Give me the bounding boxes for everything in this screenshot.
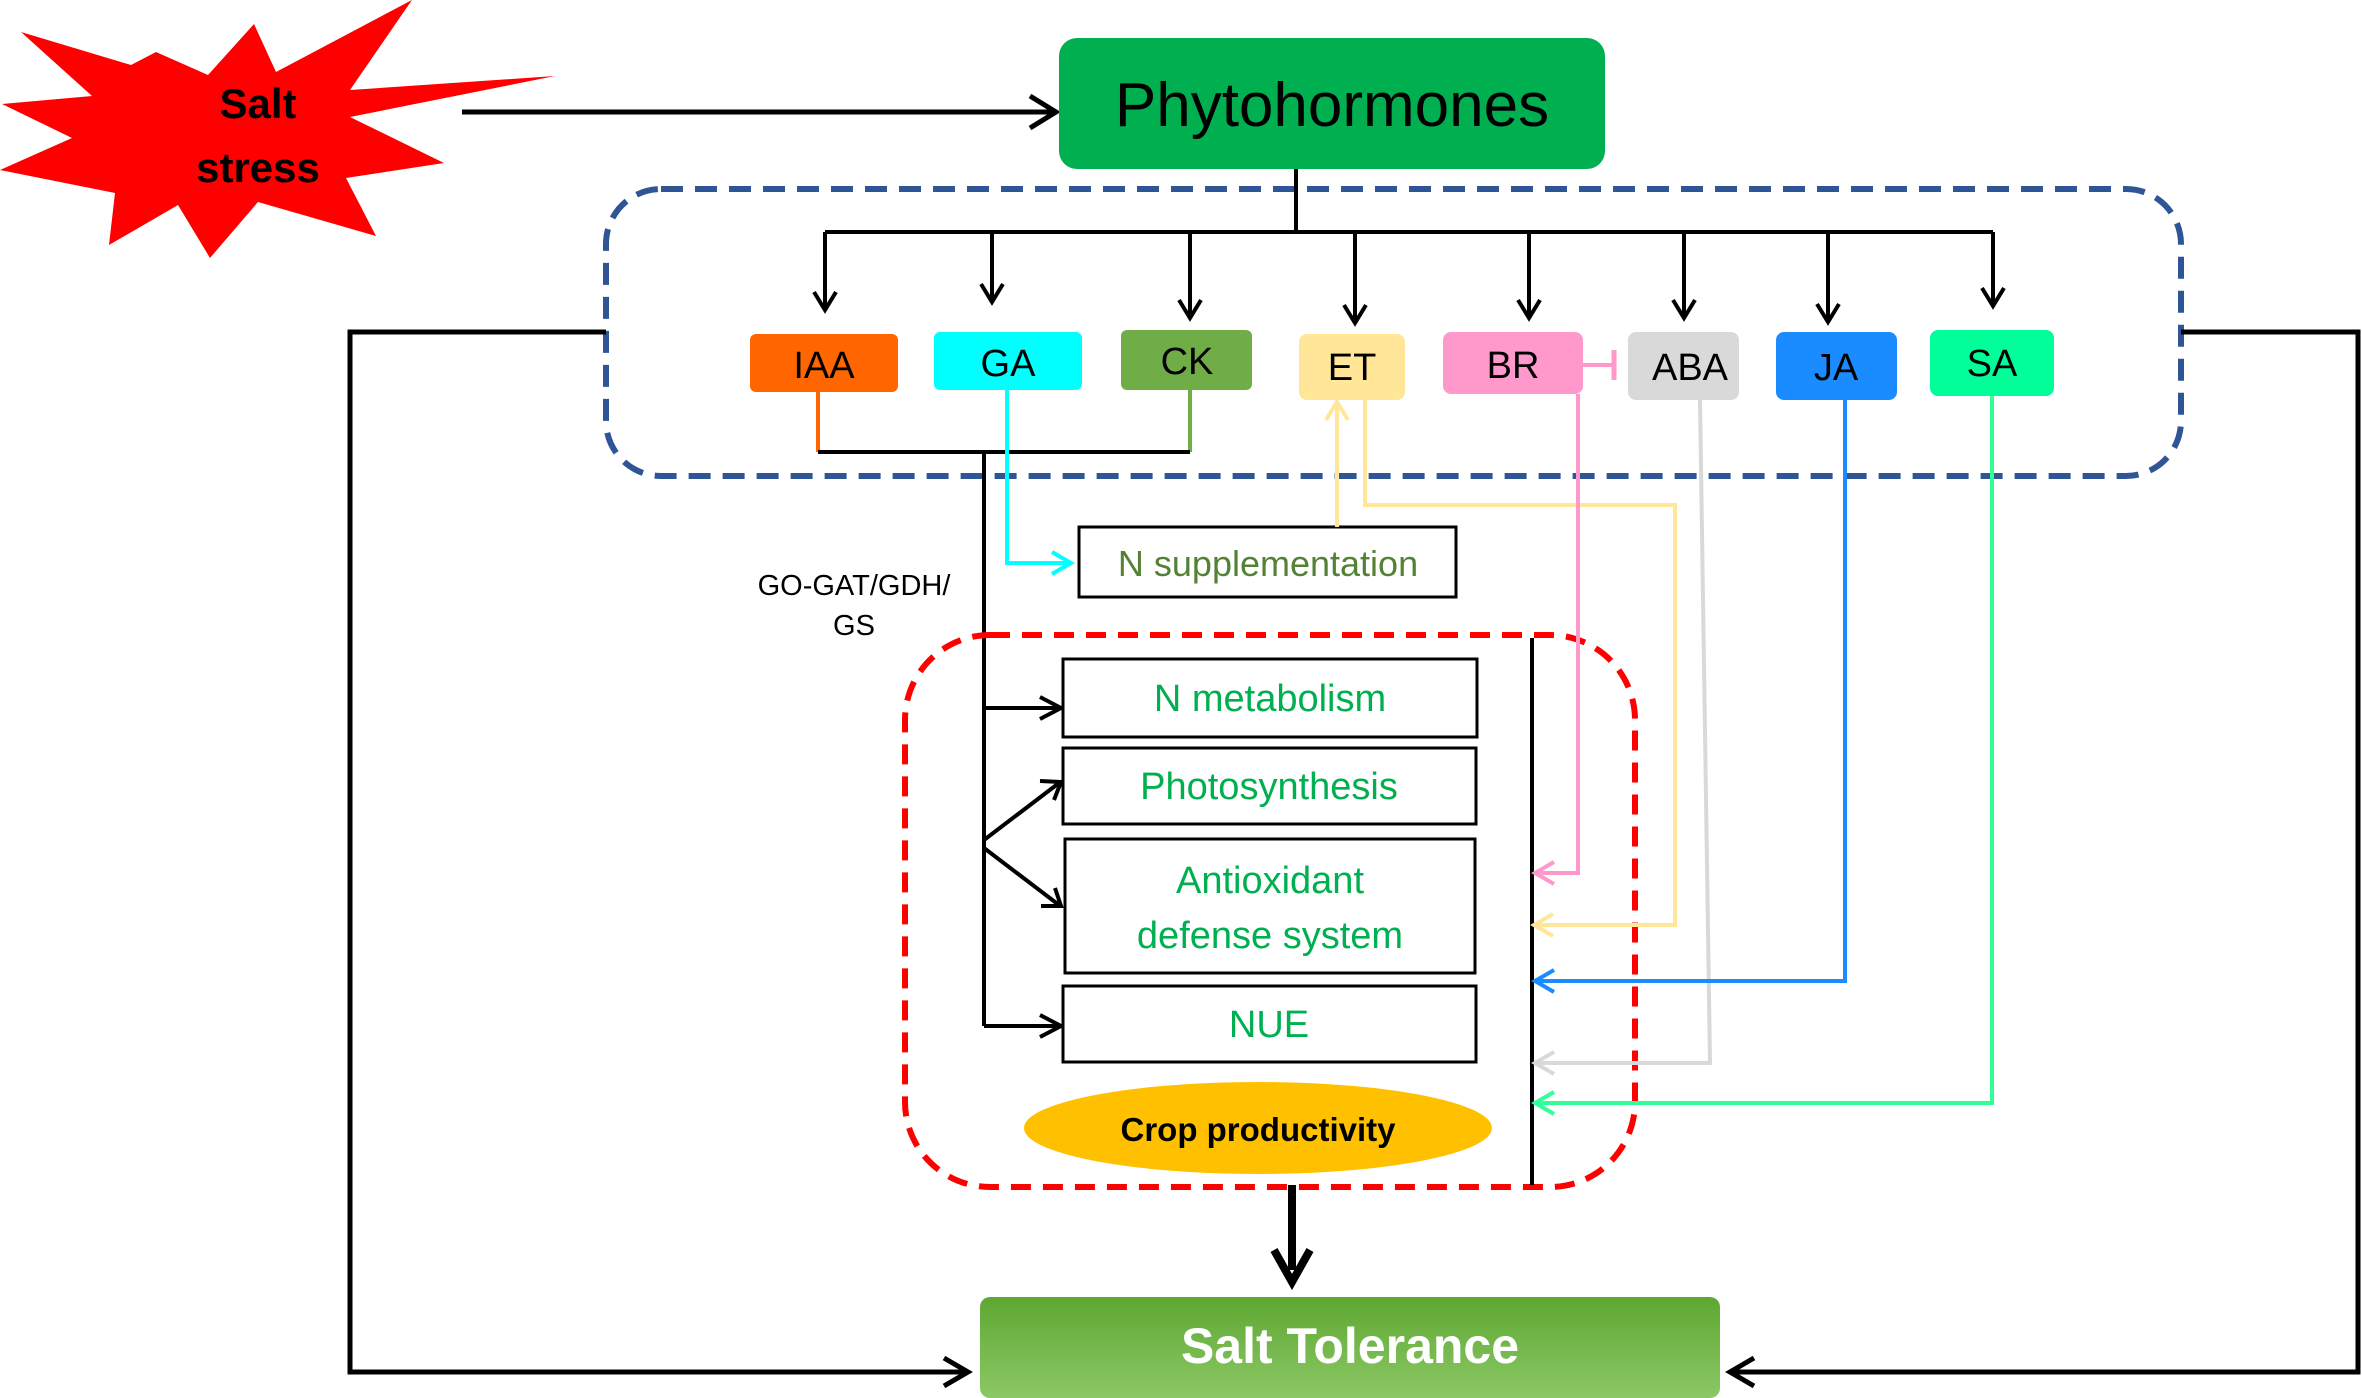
salt-tolerance-box (980, 1297, 1720, 1398)
hormone-ck: CK (1121, 330, 1252, 390)
nue-box (1061, 984, 1478, 1064)
iaa-ga-ck-merge (816, 390, 1192, 1026)
photosynthesis-box (1061, 746, 1478, 826)
aba-to-collector-arrow (1531, 399, 1713, 1076)
et-label: ET (1328, 347, 1377, 389)
hormone-br: BR (1443, 332, 1583, 394)
hormone-et: ET (1299, 334, 1405, 400)
n-supplementation-label: N supplementation (1118, 543, 1418, 584)
phytohormones-node: Phytohormones (1059, 38, 1605, 169)
sa-to-collector-arrow (1531, 396, 1994, 1116)
et-box (1299, 334, 1405, 400)
ck-box (1121, 330, 1252, 390)
iaa-box (750, 334, 898, 392)
nue-label: NUE (1229, 1004, 1309, 1046)
antioxidant-defense-box (1063, 837, 1477, 975)
ck-label: CK (1161, 341, 1214, 383)
n-supplementation-box (1077, 525, 1458, 599)
sa-label: SA (1967, 343, 2018, 385)
aba-box (1628, 332, 1739, 400)
ja-label: JA (1814, 347, 1859, 389)
salt-stress-label-line1: Salt (219, 80, 296, 127)
crop-productivity-node: Crop productivity (1024, 1082, 1492, 1174)
photosynthesis-label: Photosynthesis (1140, 766, 1398, 808)
hormone-aba: ABA (1628, 332, 1739, 400)
stress-arrowhead (1028, 93, 1061, 131)
sa-box (1930, 330, 2054, 396)
salt-stress-starburst (0, 0, 555, 258)
antioxidant-label-line2: defense system (1137, 915, 1403, 957)
br-label: BR (1487, 345, 1540, 387)
phytohormones-label: Phytohormones (1115, 71, 1549, 140)
ja-box (1776, 332, 1897, 400)
left-feedback-arrow (347, 329, 973, 1389)
br-inhibits-aba (1583, 350, 1617, 380)
ga-to-n-supplementation-arrow (1005, 390, 1075, 576)
et-to-antioxidant-arrow (1363, 400, 1677, 938)
salt-tolerance-node: Salt Tolerance (980, 1297, 1720, 1398)
salt-stress-node: Salt stress (0, 0, 555, 258)
hormone-iaa: IAA (750, 334, 898, 392)
n-supplementation-to-et-arrow (1324, 398, 1350, 527)
process-input-arrows (982, 695, 1066, 1039)
phytohormones-box (1059, 38, 1605, 169)
n-metabolism-box (1061, 657, 1479, 739)
nue-node: NUE (1061, 984, 1478, 1064)
ga-box (934, 332, 1082, 390)
photosynthesis-node: Photosynthesis (1061, 746, 1478, 826)
salt-stress-label-line2: stress (196, 144, 320, 191)
process-group-container (902, 632, 1638, 1190)
enzyme-label-line2: GS (833, 610, 875, 642)
crop-productivity-ellipse (1024, 1082, 1492, 1174)
br-box (1443, 332, 1583, 394)
n-metabolism-node: N metabolism (1061, 657, 1479, 739)
br-to-antioxidant-arrow (1531, 394, 1580, 886)
antioxidant-defense-node: Antioxidant defense system (1063, 837, 1477, 975)
crop-productivity-label: Crop productivity (1120, 1111, 1396, 1148)
hormone-ja: JA (1776, 332, 1897, 400)
antioxidant-label-line1: Antioxidant (1176, 860, 1364, 902)
enzyme-label-line1: GO-GAT/GDH/ (758, 570, 952, 602)
collector-to-tolerance-arrow (1270, 638, 1534, 1291)
aba-label: ABA (1652, 347, 1729, 389)
right-feedback-arrow (1725, 329, 2361, 1389)
hormone-ga: GA (934, 332, 1082, 390)
hormone-distribution-lines (812, 169, 2006, 327)
ga-label: GA (981, 343, 1037, 385)
iaa-label: IAA (793, 345, 855, 387)
n-supplementation-node: N supplementation (1077, 525, 1458, 599)
hormone-sa: SA (1930, 330, 2054, 396)
ja-to-collector-arrow (1531, 400, 1847, 994)
n-metabolism-label: N metabolism (1154, 678, 1386, 720)
salt-tolerance-label: Salt Tolerance (1181, 1318, 1519, 1374)
